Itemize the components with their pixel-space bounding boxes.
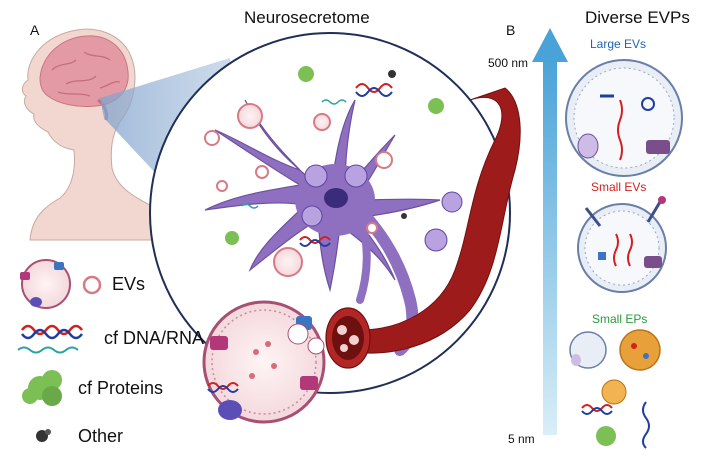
protein-blob [428,98,444,114]
legend-other-label: Other [78,426,124,446]
ev-particles [204,103,393,277]
legend-cf-dna-rna-label: cf DNA/RNA [104,328,205,348]
legend-dna-icon [17,324,83,354]
human-head-illustration [21,28,173,241]
neurosecretome-circle [149,32,521,394]
size-axis-arrow [532,28,568,435]
legend-evs-label: EVs [112,274,146,294]
small-eps-label: Small EPs [592,312,648,326]
large-evs-label: Large EVs [590,37,647,51]
legend-cf-proteins-label: cf Proteins [78,378,164,398]
small-evs-label: Small EVs [591,180,647,194]
dna-strand [299,236,331,244]
large-ev-detail [202,300,326,424]
protein-blob [225,231,239,245]
rna-strand [241,203,259,209]
dna-strand [355,83,393,93]
panel-label-b: B [506,22,516,38]
protein-blob [298,66,314,82]
blood-vessel-illustration [325,87,521,369]
other-particle [401,213,407,219]
legend-ev-icon [20,259,102,309]
dna-strand [299,239,331,247]
neurosecretome-title: Neurosecretome [244,8,370,27]
legend-icons [17,259,102,442]
diverse-evps-title: Diverse EVPs [585,8,690,27]
small-eps-icons [569,329,661,449]
axis-label-5nm: 5 nm [508,432,535,446]
legend-protein-icon [22,370,62,406]
rna-strand [321,99,347,105]
dna-strand [355,87,393,97]
panel-label-a: A [30,22,40,38]
other-particle [388,70,396,78]
large-ev-icon [565,59,683,177]
axis-label-500nm: 500 nm [488,56,529,70]
legend-other-icon [36,429,51,442]
small-ev-icon [577,196,667,293]
